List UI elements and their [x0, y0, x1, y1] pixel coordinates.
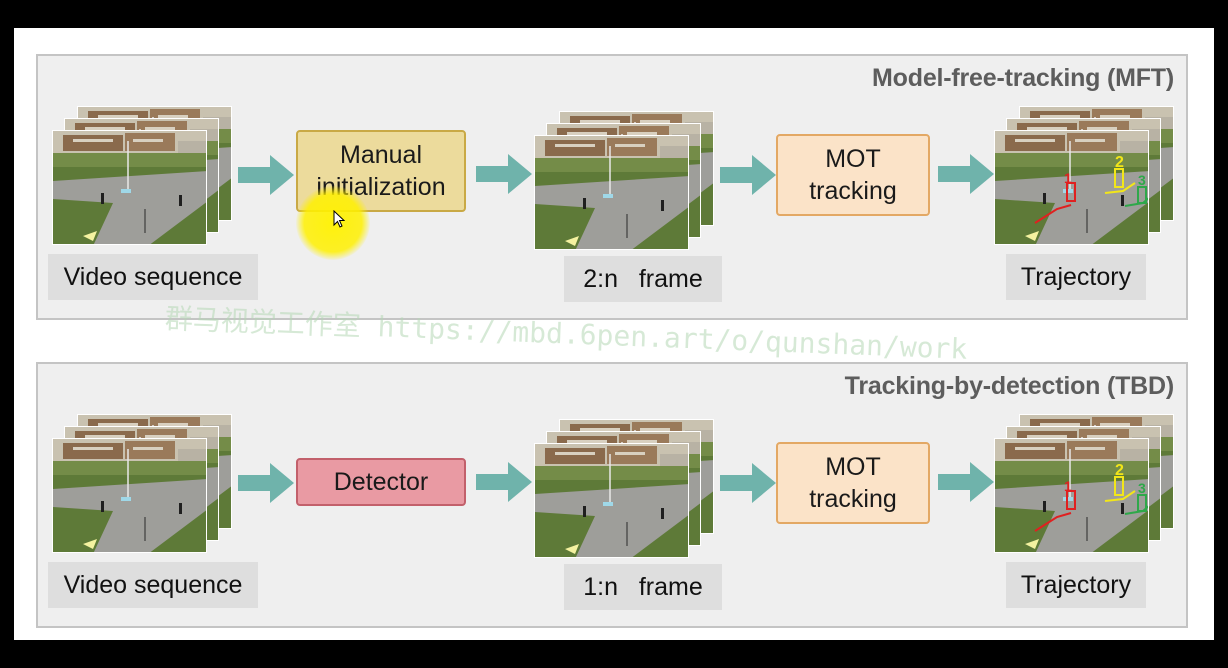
tbd-frames: [534, 419, 714, 559]
arrow-icon: [938, 154, 994, 194]
tbd-input-caption: Video sequence: [48, 562, 258, 608]
mouse-pointer-icon: [333, 210, 345, 228]
arrow-icon: [476, 154, 532, 194]
detector-box: Detector: [296, 458, 466, 506]
mot-tracking-box: MOT tracking: [776, 134, 930, 216]
tbd-video-sequence-frames: [52, 414, 232, 554]
tbd-panel-title: Tracking-by-detection (TBD): [844, 372, 1175, 400]
mft-frames: [534, 111, 714, 251]
mft-video-sequence-frames: [52, 106, 232, 246]
mft-panel-title: Model-free-tracking (MFT): [872, 64, 1174, 92]
mot-tracking-box: MOT tracking: [776, 442, 930, 524]
cursor-highlight: [296, 186, 370, 260]
mft-output-caption: Trajectory: [1006, 254, 1146, 300]
arrow-icon: [938, 462, 994, 502]
mft-input-caption: Video sequence: [48, 254, 258, 300]
arrow-icon: [720, 155, 776, 195]
arrow-icon: [476, 462, 532, 502]
tbd-trajectory-frames: [994, 414, 1174, 554]
tbd-panel: Tracking-by-detection (TBD) Video sequen…: [36, 362, 1188, 628]
mft-panel: Model-free-tracking (MFT) Video sequence…: [36, 54, 1188, 320]
tbd-output-caption: Trajectory: [1006, 562, 1146, 608]
tbd-frame-caption: 1:n frame: [564, 564, 722, 610]
arrow-icon: [238, 155, 294, 195]
slide: Model-free-tracking (MFT) Video sequence…: [14, 28, 1214, 640]
mft-frame-caption: 2:n frame: [564, 256, 722, 302]
mft-trajectory-frames: [994, 106, 1174, 246]
arrow-icon: [238, 463, 294, 503]
arrow-icon: [720, 463, 776, 503]
